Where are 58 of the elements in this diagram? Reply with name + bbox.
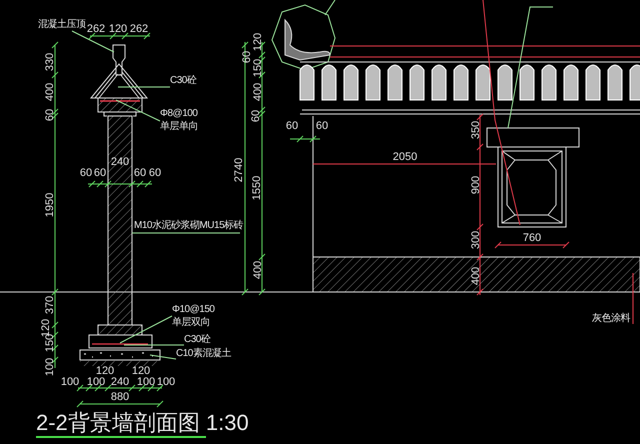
dimension-text: 100	[60, 376, 80, 388]
dimension-text: 400	[470, 266, 482, 286]
callout-text: C30砼	[170, 74, 196, 87]
dimension-text: 100	[44, 358, 56, 376]
leader-line	[124, 344, 184, 346]
leader-line	[150, 354, 176, 360]
dimension-text: 100	[156, 376, 176, 388]
dimension-text: 330	[44, 52, 56, 72]
dimension-text: 60	[316, 120, 328, 132]
dimension-text: 240	[110, 156, 130, 168]
dimension-text: 900	[470, 176, 482, 194]
callout-text: 单层双向	[172, 316, 210, 329]
leader-line	[118, 86, 170, 88]
dimension-text: 400	[252, 82, 264, 102]
dimension-text: 100	[86, 376, 106, 388]
dimension-text: 100	[136, 376, 156, 388]
dimension-text: 240	[110, 376, 130, 388]
dimension-text: 760	[522, 232, 542, 244]
dimension-text: 60	[250, 110, 262, 122]
dimension-text: 880	[110, 391, 130, 403]
dimension-text: 2050	[392, 151, 418, 163]
dimension-text: 120	[132, 365, 150, 377]
callout-text: Φ10@150	[172, 303, 214, 316]
dimension-text: 400	[252, 260, 264, 280]
callout-text: 混凝土压顶	[38, 18, 86, 31]
dimension-text: 60	[44, 108, 56, 122]
drawing-title: 2-2背景墙剖面图 1:30	[36, 410, 249, 436]
dimension-text: 120	[108, 23, 128, 35]
dimension-text: 2740	[233, 158, 245, 182]
dimension-text: 120	[96, 365, 114, 377]
dimension-text: 350	[470, 120, 482, 140]
dimension-text: 60	[148, 167, 162, 179]
dimension-text: 400	[44, 82, 56, 102]
dimension-text: 1950	[44, 192, 56, 218]
callout-text: M10水泥砂浆砌MU15标砖	[134, 219, 244, 232]
dimension-text: 150	[252, 58, 264, 78]
dimension-text: 1550	[251, 176, 263, 200]
dimension-text: 60	[94, 167, 106, 179]
dimension-text: 262	[86, 23, 106, 35]
leader-line	[632, 272, 634, 324]
brick-wall-section	[108, 116, 132, 326]
leader-line	[120, 316, 172, 344]
callout-text: Φ8@100	[160, 107, 198, 120]
leader-line	[132, 232, 240, 234]
leader-line	[116, 100, 160, 122]
dimension-text: 60	[134, 167, 146, 179]
callout-text: C30砼	[184, 333, 210, 346]
dimension-text: 60	[241, 50, 253, 64]
dimension-text: 60	[286, 120, 298, 132]
callout-text: 灰色涂料	[592, 312, 630, 325]
leader-line	[72, 30, 114, 52]
dimension-text: 262	[130, 23, 148, 35]
dimension-text: 60	[80, 167, 92, 179]
dimension-text: 120	[252, 32, 264, 52]
callout-text: 单层单向	[160, 120, 198, 133]
callout-text: C10素混凝土	[176, 347, 231, 360]
dimension-text: 370	[44, 296, 56, 314]
dimension-text: 300	[470, 230, 482, 250]
